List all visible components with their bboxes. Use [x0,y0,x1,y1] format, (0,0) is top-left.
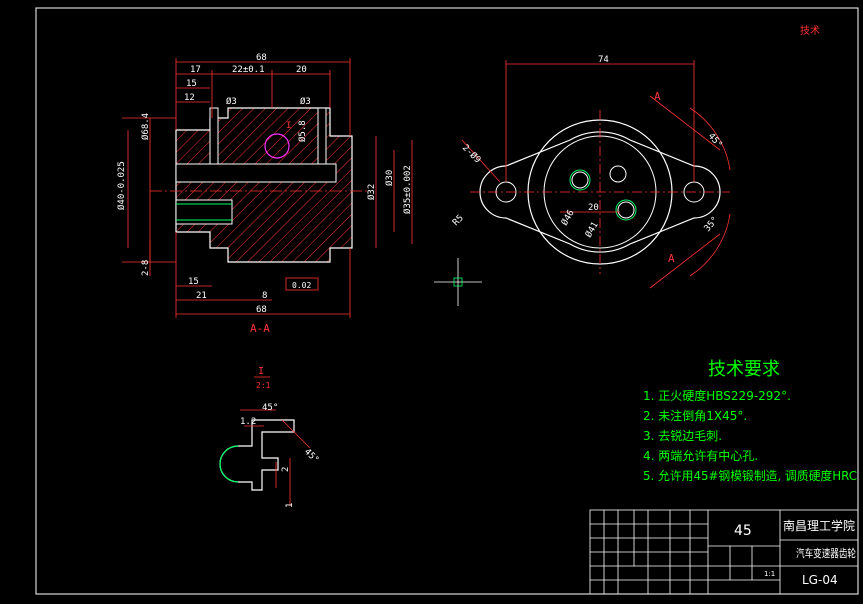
note-2: 2. 未注倒角1X45°. [643,408,747,423]
dim-overall-top: 68 [256,53,267,63]
note-1: 1. 正火硬度HBS229-292°. [643,388,791,403]
dim-right-1: Ø32 [366,184,377,200]
detail-view: I 2:1 45° 45° 1.2 2 1 [219,366,321,508]
detail-arc [219,445,239,483]
section-a-top: A [654,90,661,103]
note-3: 3. 去锐边毛刺. [643,429,722,443]
left-dims [122,117,176,276]
dim-22: 22±0.1 [232,65,265,75]
small-hole-1 [571,171,589,189]
holes-label: 2-Ø9 [460,142,483,165]
title-school: 南昌理工学院 [783,518,855,533]
tolerance-value: 0.02 [292,281,311,290]
dim-12: 12 [184,93,195,103]
technical-notes: 技术要求 1. 正火硬度HBS229-292°. 2. 未注倒角1X45°. 3… [643,359,857,483]
section-bore [175,163,337,183]
corner-mark: 技术 [800,24,820,37]
oil-hole-right [317,107,327,165]
flange-view: 74 A A 45° 35° 2-Ø9 R5 Ø46 Ø41 20 [451,55,731,289]
small-hole-2 [609,165,627,183]
drawing-frame [35,7,859,595]
inner-dim-2: Ø41 [583,220,601,240]
dim-20: 20 [296,65,307,75]
title-drawing-no: LG-04 [802,573,838,587]
dim-bottom-68: 68 [256,305,267,315]
detail-dim-3: 1 [285,503,295,508]
detail-angle-2: 45° [302,447,321,466]
dim-left-1: Ø68.4 [140,113,151,140]
detail-profile [219,419,295,491]
flange-dims [461,60,731,289]
right-dims [375,136,413,248]
bottom-dims [175,232,351,318]
dim-left-2: Ø40-0.025 [116,161,127,210]
section-a-bottom: A [668,252,675,265]
small-radius: R5 [451,213,466,228]
inner-dim-1: Ø46 [559,208,577,228]
hole-left-label: Ø3 [226,96,237,107]
dim-right-3: Ø35±0.002 [402,165,413,214]
title-scale: 1:1 [764,570,775,578]
title-block [589,509,859,595]
small-hole-1-ring [569,169,591,191]
crosshair-icon [434,258,482,306]
detail-i-label: I [286,121,291,131]
detail-scale: 2:1 [256,381,271,390]
dim-17: 17 [190,65,201,75]
flange-centerlines [470,110,730,274]
small-hole-3 [617,201,635,219]
detail-dim-2: 2 [281,467,291,472]
section-view: I 68 17 22±0.1 20 15 12 Ø3 Ø3 Ø5.8 [116,53,413,335]
dim-right-2: Ø30 [384,170,395,186]
detail-dim-1: 1.2 [240,417,256,427]
note-4: 4. 两端允许有中心孔. [643,448,758,463]
detail-label: I [258,366,264,377]
tolerance-box [285,277,319,291]
dim-bottom-8: 8 [262,291,267,301]
title-material: 45 [734,523,752,539]
title-part-name: 汽车变速器齿轮 [796,546,856,560]
inner-dim-3: 20 [588,203,599,213]
dim-15: 15 [186,79,197,89]
hole-note: Ø5.8 [297,120,308,142]
detail-angle-1: 45° [262,403,278,413]
angle-bottom: 35° [703,215,721,234]
note-5: 5. 允许用45#钢模锻制造, 调质硬度HRC [643,468,857,483]
detail-dims [240,409,311,506]
dim-bottom-15: 15 [188,277,199,287]
notes-title: 技术要求 [708,359,780,380]
flange-outline [479,131,721,253]
flange-width-dim: 74 [598,55,609,65]
oil-hole-left [209,107,219,165]
angle-top: 45° [706,132,724,151]
dim-bottom-21: 21 [196,291,207,301]
detail-i-circle [264,133,290,159]
hole-right-label: Ø3 [300,96,311,107]
section-label: A-A [250,322,270,335]
dim-left-3: 2-8 [141,260,151,276]
small-hole-3-ring [615,199,637,221]
